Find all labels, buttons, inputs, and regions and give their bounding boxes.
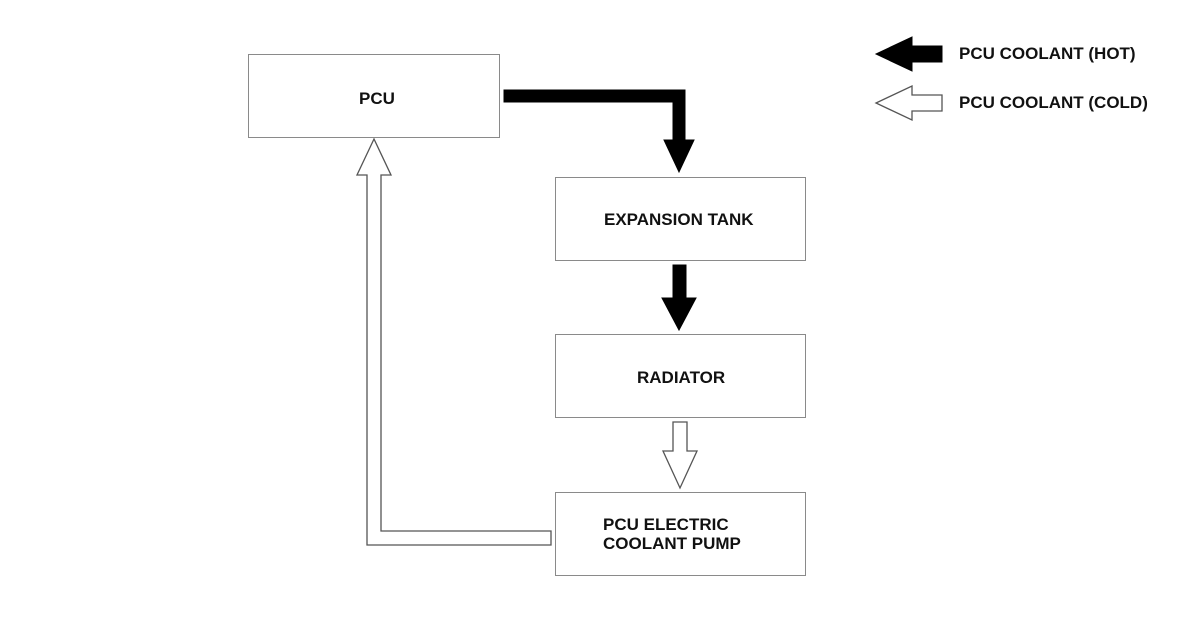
hot-arrow-expansion-tank-to-radiator — [661, 264, 697, 332]
coolant-pump-label-line1: PCU ELECTRIC — [603, 515, 729, 534]
legend-hot-label: PCU COOLANT (HOT) — [959, 44, 1136, 63]
hollow-white-arrow-icon — [874, 84, 943, 122]
cold-arrow-pump-to-pcu — [355, 137, 552, 546]
legend-cold-label: PCU COOLANT (COLD) — [959, 93, 1148, 112]
expansion-tank-label: EXPANSION TANK — [604, 210, 754, 229]
hot-arrow-pcu-to-expansion-tank — [503, 89, 695, 174]
cold-arrow-radiator-to-pump — [661, 421, 699, 490]
pcu-box: PCU — [248, 54, 500, 138]
expansion-tank-box: EXPANSION TANK — [555, 177, 806, 261]
radiator-box: RADIATOR — [555, 334, 806, 418]
coolant-pump-label-line2: COOLANT PUMP — [603, 534, 741, 553]
radiator-label: RADIATOR — [637, 368, 726, 387]
coolant-pump-box: PCU ELECTRIC COOLANT PUMP — [555, 492, 806, 576]
solid-black-arrow-icon — [874, 36, 943, 72]
pcu-label: PCU — [359, 89, 395, 108]
